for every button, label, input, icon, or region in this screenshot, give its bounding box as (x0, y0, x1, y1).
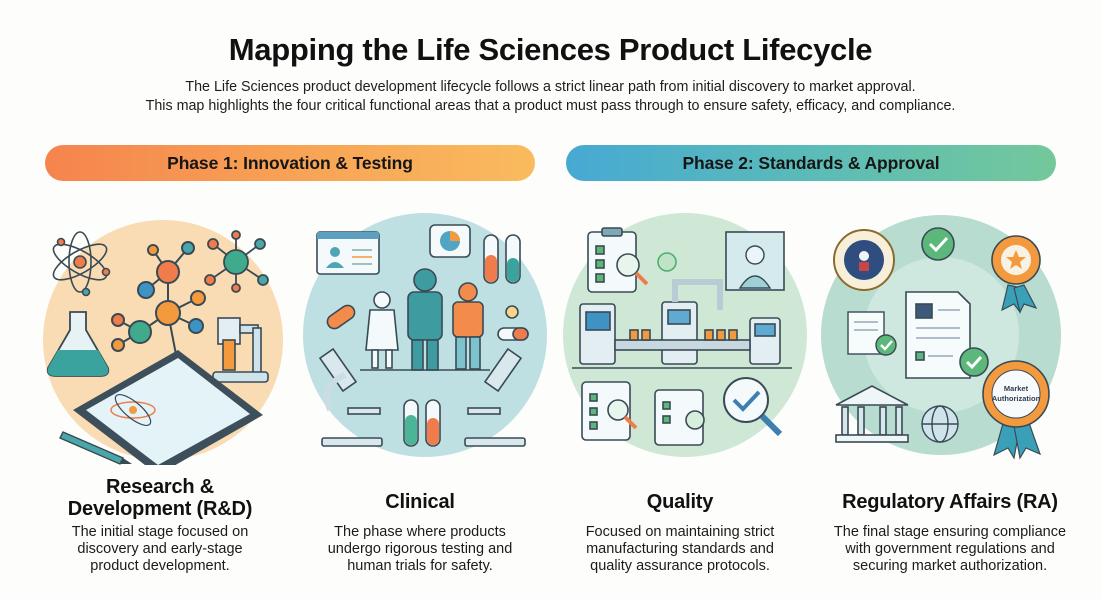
quality-desc-line-1: Focused on maintaining strict (585, 524, 775, 540)
page-title: Mapping the Life Sciences Product Lifecy… (228, 32, 873, 67)
rd-desc-line-3: product development. (90, 558, 230, 574)
clinical-desc-line-1: The phase where products (334, 524, 506, 540)
clipboard-magnifier-icon (587, 227, 649, 293)
approval-check-icon (921, 227, 955, 261)
microscope-icon (212, 317, 269, 383)
ra-title: Regulatory Affairs (RA) (842, 491, 1058, 513)
globe-icon (921, 405, 959, 443)
clinical-title: Clinical (385, 491, 455, 513)
clinical-illustration (290, 200, 560, 465)
molecule-icon-small (204, 230, 269, 293)
quality-illustration-svg (563, 213, 807, 457)
signed-document-icon (847, 311, 897, 356)
quality-desc-line-2: manufacturing standards and (586, 541, 774, 557)
phase-2-banner: Phase 2: Standards & Approval (566, 145, 1056, 181)
production-line-icon (572, 279, 792, 369)
clinical-description: The phase where products undergo rigorou… (305, 524, 535, 575)
quality-illustration (550, 200, 820, 465)
ra-illustration-svg: Market Authorization (821, 215, 1061, 460)
page-subtitle: The Life Sciences product development li… (0, 78, 1101, 116)
quality-desc-line-3: quality assurance protocols. (590, 558, 770, 574)
ra-desc-line-1: The final stage ensuring compliance (833, 524, 1067, 540)
ra-illustration: Market Authorization (808, 200, 1078, 465)
rd-description: The initial stage focused on discovery a… (50, 524, 270, 575)
quality-description: Focused on maintaining strict manufactur… (570, 524, 790, 575)
badge-text-line-1: Market (1004, 384, 1029, 393)
ra-description: The final stage ensuring compliance with… (820, 524, 1080, 575)
subtitle-line-1: The Life Sciences product development li… (185, 79, 916, 95)
pie-chart-bubble-icon (429, 224, 471, 258)
microscope-icon (318, 347, 526, 447)
rd-illustration (28, 200, 298, 465)
clinical-desc-line-3: human trials for safety. (347, 558, 493, 574)
award-star-badge-icon (991, 235, 1041, 314)
tablet-icon (73, 350, 263, 465)
ra-desc-line-2: with government regulations and (845, 541, 1055, 557)
government-seal-icon (833, 229, 895, 291)
cleanroom-worker-icon (725, 231, 785, 291)
rd-title: Research & Development (R&D) (40, 476, 280, 520)
check-badge-icon (657, 252, 677, 272)
phase-1-banner: Phase 1: Innovation & Testing (45, 145, 535, 181)
patient-profile-window-icon (316, 231, 380, 275)
magnifier-check-icon (723, 377, 783, 437)
rd-illustration-svg (43, 220, 283, 465)
quality-title: Quality (646, 491, 714, 513)
clipboard-check-icon (581, 381, 705, 446)
patients-icon (360, 268, 490, 371)
atom-icon (52, 231, 111, 297)
rd-desc-line-1: The initial stage focused on (71, 524, 249, 540)
regulation-document-icon (905, 291, 989, 379)
ra-desc-line-3: securing market authorization. (852, 558, 1048, 574)
subtitle-line-2: This map highlights the four critical fu… (145, 98, 956, 114)
rd-title-line-2: Development (R&D) (67, 498, 253, 520)
flask-icon (46, 311, 110, 377)
pen-icon (59, 431, 132, 465)
rd-desc-line-2: discovery and early-stage (77, 541, 243, 557)
clinical-illustration-svg (303, 213, 547, 457)
market-authorization-badge-icon: Market Authorization (982, 360, 1050, 460)
badge-text-line-2: Authorization (992, 394, 1041, 403)
rd-title-line-1: Research & (105, 476, 215, 498)
government-building-icon (835, 385, 909, 443)
clinical-desc-line-2: undergo rigorous testing and (327, 541, 513, 557)
test-tubes-bottom-icon (403, 399, 441, 447)
pill-icon (326, 304, 529, 341)
test-tubes-icon (483, 234, 521, 284)
